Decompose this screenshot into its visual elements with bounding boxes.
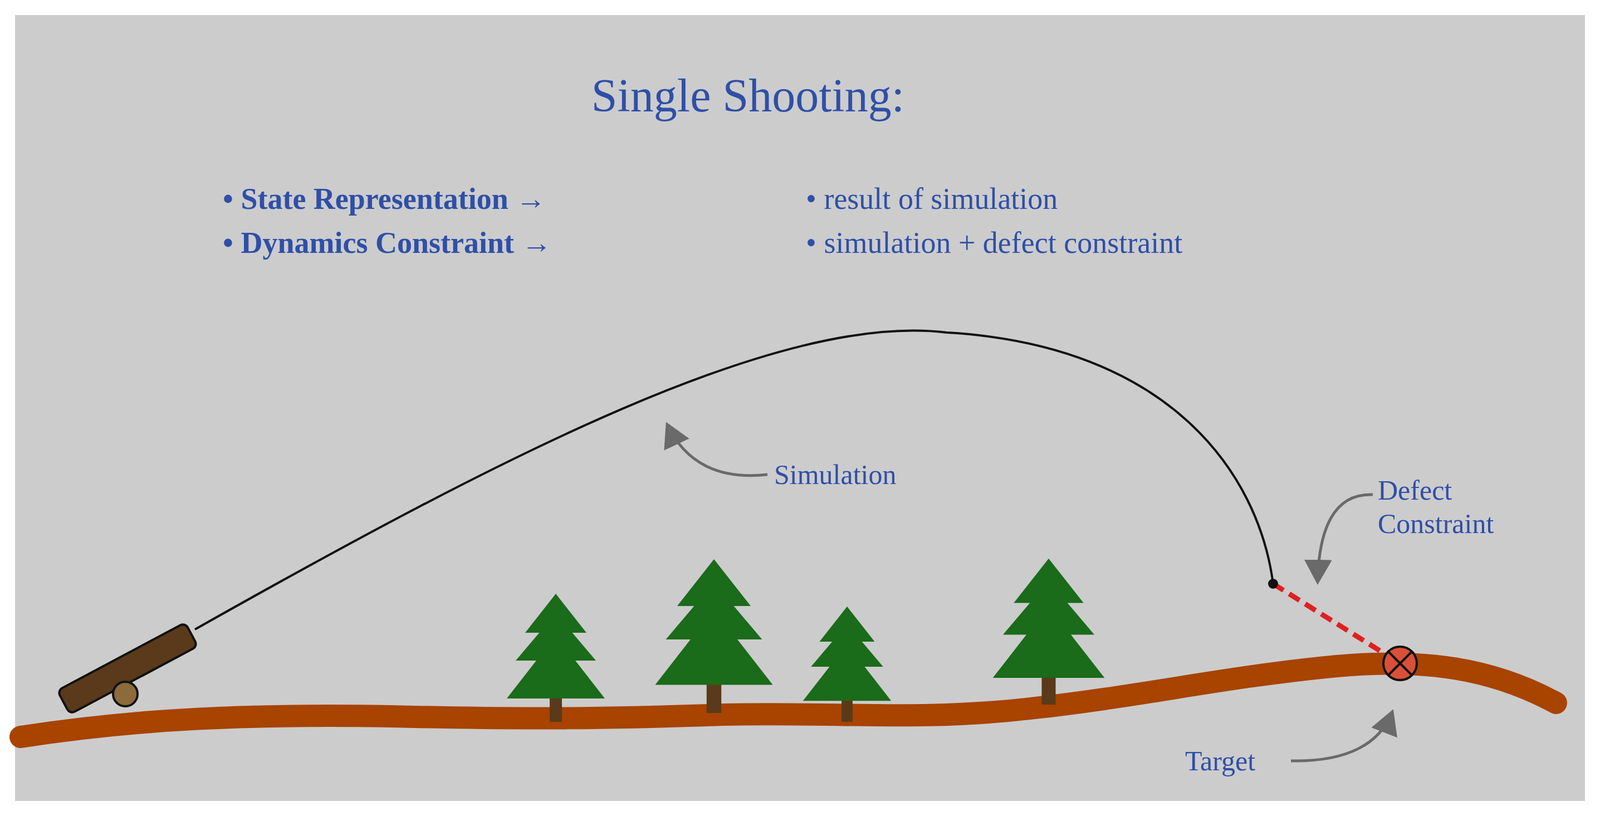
- bullet-text: • simulation + defect constraint: [805, 224, 1183, 262]
- callout-label: Target: [1185, 744, 1256, 778]
- leader-arrow: [1290, 711, 1393, 761]
- leader-arrow: [1317, 494, 1373, 582]
- trajectory-end: [1268, 578, 1279, 589]
- bullet-text: • result of simulation: [805, 180, 1058, 218]
- background-panel: [15, 15, 1585, 801]
- tree: [506, 593, 605, 722]
- bullet-heading: • Dynamics Constraint →: [222, 224, 552, 262]
- cannon: [57, 622, 198, 714]
- callout-label: Simulation: [774, 457, 897, 492]
- tree: [803, 606, 892, 722]
- tree: [992, 558, 1105, 705]
- bullet-heading: • State Representation →: [222, 180, 546, 218]
- trajectory: [194, 330, 1274, 630]
- tree: [654, 559, 773, 713]
- defect-line: [1273, 583, 1401, 664]
- leader-arrow: [667, 424, 768, 476]
- target-symbol: [1383, 646, 1417, 680]
- callout-label: Defect Constraint: [1377, 473, 1545, 541]
- title: Single Shooting:: [591, 67, 905, 125]
- ground: [20, 663, 1557, 737]
